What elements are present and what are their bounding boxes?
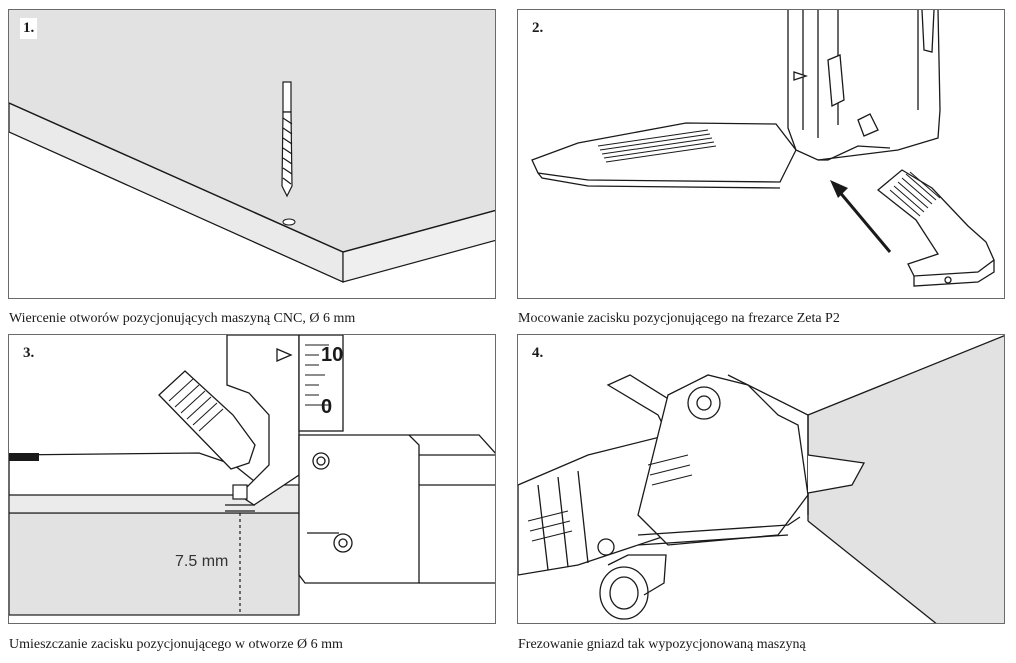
insert-arrow-icon (830, 180, 892, 253)
drill-bit-icon (281, 81, 293, 198)
step-number: 4. (529, 343, 547, 364)
step-4-illustration: 4. (517, 334, 1005, 624)
scale-label-0: 0 (321, 396, 332, 418)
positioning-clamp-icon (876, 169, 995, 287)
drilling-illustration (9, 10, 495, 283)
mounting-illustration (531, 10, 995, 287)
placement-illustration: 10 0 (9, 335, 495, 616)
step-3-caption: Umieszczanie zacisku pozycjonującego w o… (9, 637, 343, 652)
step-2-caption: Mocowanie zacisku pozycjonującego na fre… (518, 311, 840, 326)
scale-label-10: 10 (321, 344, 343, 366)
step-number: 2. (529, 18, 547, 39)
biscuit-joiner-icon (518, 374, 866, 620)
step-number: 3. (20, 343, 38, 364)
hole-icon (282, 218, 296, 226)
milling-illustration (518, 335, 1004, 623)
step-1-illustration: 1. (8, 9, 496, 299)
step-3-illustration: 3. (8, 334, 496, 624)
step-1-caption: Wiercenie otworów pozycjonujących maszyn… (9, 311, 356, 326)
step-number: 1. (20, 18, 38, 39)
step-4-caption: Frezowanie gniazd tak wypozycjonowaną ma… (518, 637, 806, 652)
step-2-illustration: 2. (517, 9, 1005, 299)
dimension-label: 7.5 mm (175, 553, 229, 571)
